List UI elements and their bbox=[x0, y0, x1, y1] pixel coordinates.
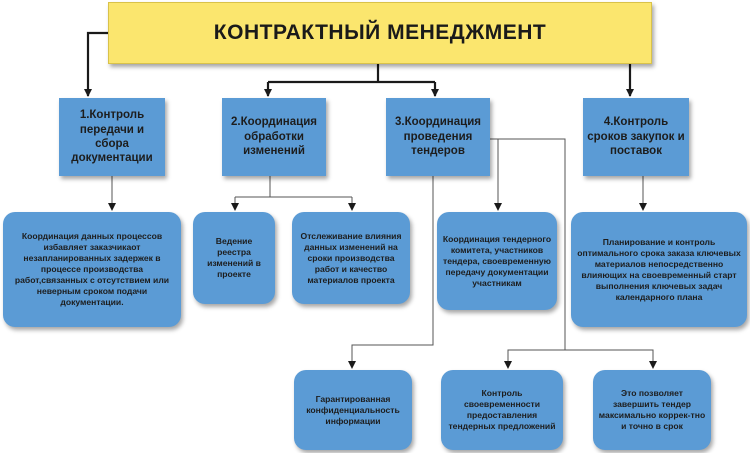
category-procurement-deadlines: 4.Контроль сроков закупок и поставок bbox=[583, 98, 689, 176]
connector-cat2-bus bbox=[235, 176, 352, 198]
category-document-control: 1.Контроль передачи и сбора документации bbox=[59, 98, 165, 176]
category-change-coordination: 2.Координация обработки изменений bbox=[222, 98, 326, 176]
detail-document-coordination: Координация данных процессов избавляет з… bbox=[3, 212, 181, 327]
connector-title-cat1 bbox=[84, 31, 108, 97]
detail-confidentiality: Гарантированная конфиденциальность инфор… bbox=[294, 370, 412, 450]
detail-change-impact: Отслеживание влияния данных изменений на… bbox=[292, 212, 410, 304]
connector-cat3-detail-completion bbox=[565, 349, 657, 369]
connector-cat3-detail-confidentiality bbox=[348, 176, 434, 369]
diagram-title-box: КОНТРАКТНЫЙ МЕНЕДЖМЕНТ bbox=[108, 2, 652, 64]
detail-change-register: Ведение реестра изменений в проекте bbox=[193, 212, 275, 304]
detail-tender-committee: Координация тендерного комитета, участни… bbox=[437, 212, 557, 310]
diagram-title: КОНТРАКТНЫЙ МЕНЕДЖМЕНТ bbox=[213, 21, 547, 44]
detail-proposal-timeliness: Контроль своевременности предоставления … bbox=[441, 370, 563, 450]
detail-tender-completion: Это позволяет завершить тендер максималь… bbox=[593, 370, 711, 450]
detail-material-planning: Планирование и контроль оптимального сро… bbox=[571, 212, 747, 327]
category-tender-coordination: 3.Координация проведения тендеров bbox=[386, 98, 490, 176]
connector-title-bus bbox=[268, 64, 435, 84]
